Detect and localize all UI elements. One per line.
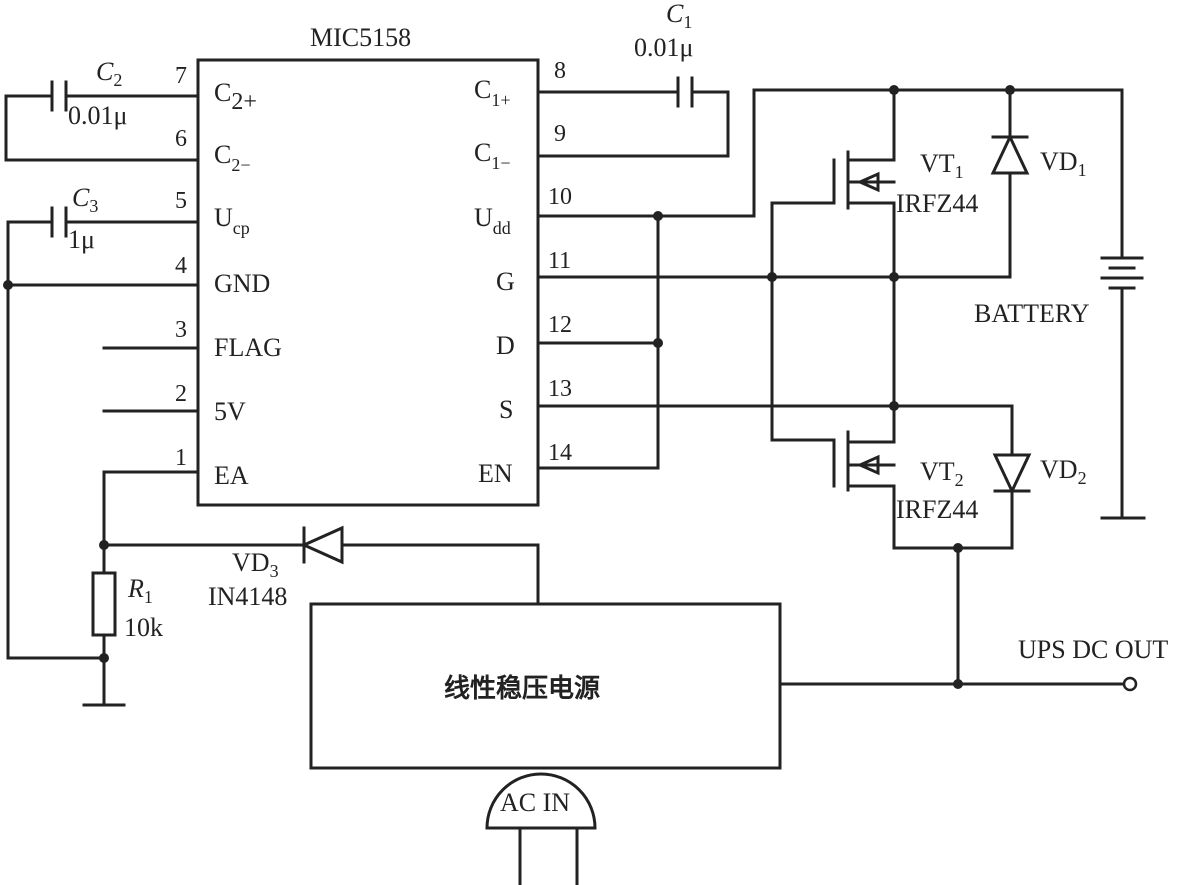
- diode-vd1: [892, 88, 1030, 279]
- c2-value: 0.01μ: [68, 101, 127, 130]
- pin-label-5v: 5V: [214, 397, 246, 426]
- ic-body: [196, 58, 540, 507]
- c1-label: C1: [666, 0, 692, 32]
- capacitor-c3: [6, 206, 200, 660]
- vt2-part: IRFZ44: [896, 495, 978, 524]
- c1-value: 0.01μ: [634, 33, 693, 62]
- junction-udd: [653, 211, 663, 221]
- junction-out: [953, 679, 963, 689]
- pin-label-c1m: C1−: [474, 138, 511, 173]
- pin-label-en: EN: [478, 459, 513, 488]
- pin-label-c2p: C2+: [214, 78, 257, 115]
- r1-label: R1: [127, 574, 153, 607]
- pin-num-10: 10: [548, 184, 572, 210]
- pin-num-7: 7: [175, 63, 187, 89]
- capacitor-c2: [4, 80, 200, 162]
- output-terminal: [1122, 676, 1138, 692]
- vt1-label: VT1: [920, 149, 964, 182]
- mosfet-vt1: [832, 88, 896, 279]
- pin-num-6: 6: [175, 126, 187, 152]
- ea-wire: [102, 470, 200, 575]
- udd-wire: [536, 88, 1124, 218]
- ac-in-plug: [485, 772, 597, 885]
- pin-label-gnd: GND: [214, 269, 270, 298]
- pin-num-11: 11: [548, 248, 571, 274]
- pin-num-2: 2: [175, 381, 187, 407]
- r1-value: 10k: [124, 613, 163, 642]
- ic-name: MIC5158: [310, 23, 411, 52]
- diode-vd2: [992, 404, 1032, 550]
- vt1-part: IRFZ44: [896, 189, 978, 218]
- gate-bus: [770, 201, 836, 442]
- pin-label-flag: FLAG: [214, 333, 282, 362]
- vd3-label: VD3: [232, 548, 279, 581]
- pin-num-12: 12: [548, 312, 572, 338]
- pin-num-3: 3: [175, 317, 187, 343]
- pin-num-9: 9: [554, 121, 566, 147]
- vd3-part: IN4148: [208, 582, 287, 611]
- junction-r1-gnd: [99, 653, 109, 663]
- battery: [1100, 88, 1146, 520]
- junction-vt1-top: [889, 85, 899, 95]
- psu-label: 线性稳压电源: [444, 673, 600, 704]
- resistor-r1: [91, 571, 117, 637]
- pin-num-13: 13: [548, 376, 572, 402]
- vd1-label: VD1: [1040, 147, 1087, 180]
- pin-label-ucp: Ucp: [214, 203, 250, 238]
- pin-label-c2m: C2−: [214, 140, 251, 175]
- pin-label-s: S: [499, 395, 513, 424]
- junction-vd1-top: [1005, 85, 1015, 95]
- vd2-label: VD2: [1040, 455, 1087, 488]
- pin-num-8: 8: [554, 58, 566, 84]
- pin-label-ea: EA: [214, 461, 249, 490]
- capacitor-c1: [536, 76, 730, 158]
- vt2-label: VT2: [920, 457, 964, 490]
- pin-num-1: 1: [175, 445, 187, 471]
- pin-label-c1p: C1+: [474, 75, 511, 110]
- pin-num-5: 5: [175, 188, 187, 214]
- battery-label: BATTERY: [974, 299, 1090, 328]
- pin-label-d: D: [496, 331, 515, 360]
- pin-num-14: 14: [548, 440, 572, 466]
- junction-gnd: [3, 280, 13, 290]
- linear-psu-box: [309, 602, 782, 770]
- pin-label-udd: Udd: [474, 203, 511, 238]
- ac-in-label: AC IN: [500, 788, 570, 817]
- diode-vd3: [102, 525, 540, 606]
- c3-value: 1μ: [68, 225, 95, 254]
- pin-num-4: 4: [175, 253, 187, 279]
- junction-vt2-bottom: [953, 543, 963, 553]
- c2-label: C2: [96, 57, 122, 90]
- junction-d: [653, 338, 663, 348]
- en-bus: [536, 214, 660, 470]
- pin-label-g: G: [496, 267, 515, 296]
- output-label: UPS DC OUT: [1018, 635, 1168, 664]
- c3-label: C3: [72, 183, 98, 216]
